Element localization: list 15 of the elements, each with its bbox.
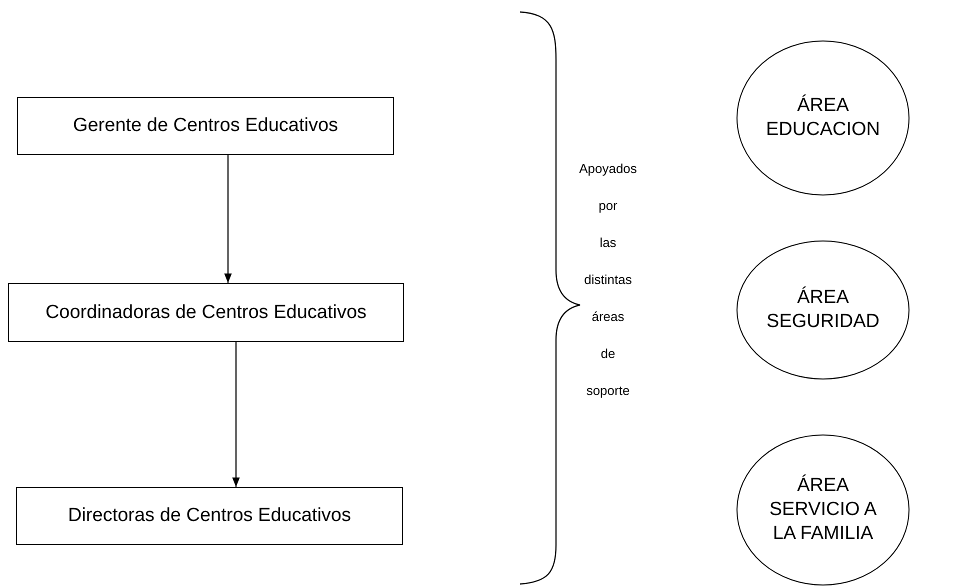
note-text: Apoyados por las distintas áreas de soporte [578, 160, 638, 400]
arrow [232, 342, 240, 487]
arrow [224, 155, 232, 283]
role-box [16, 487, 403, 545]
area-ellipse [736, 40, 910, 196]
node-label: Gerente de Centros Educativos [72, 114, 338, 138]
node-label: ÁREA EDUCACION [764, 94, 881, 142]
node-label: Directoras de Centros Educativos [68, 504, 351, 528]
area-ellipse [736, 434, 910, 586]
area-ellipse [736, 240, 910, 380]
node-label: ÁREA SEGURIDAD [766, 286, 880, 334]
node-label: Coordinadoras de Centros Educativos [45, 300, 367, 324]
role-box [8, 283, 404, 342]
role-box [17, 97, 394, 155]
node-label: ÁREA SERVICIO A LA FAMILIA [768, 474, 878, 546]
